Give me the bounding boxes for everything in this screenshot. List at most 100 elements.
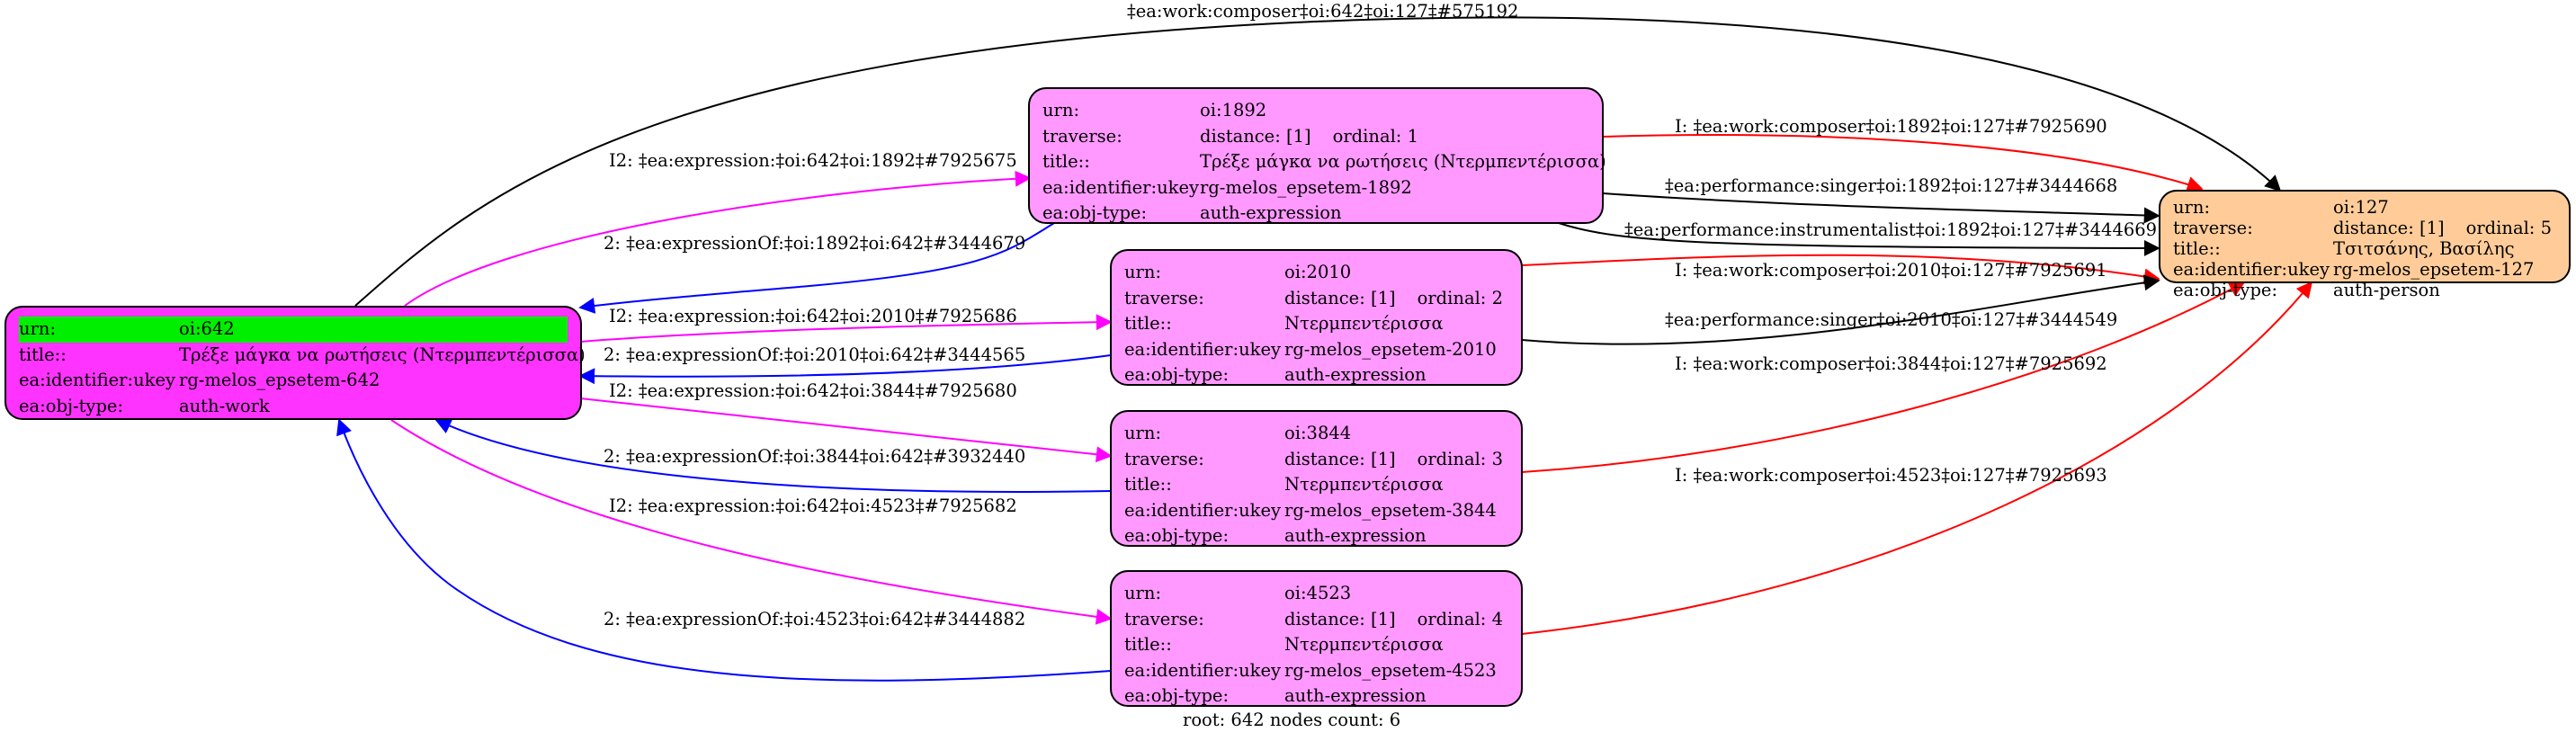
urn-key: urn: [19,317,179,343]
urn-key: urn: [1124,423,1162,443]
type-value: auth-expression [1200,202,1342,224]
title-value: Ντερμπεντέρισσα [1284,313,1444,335]
node-expression-3844[interactable]: urn: oi:3844 traverse: distance: [1]ordina… [1110,410,1523,547]
ukey-key: ea:identifier:ukey [19,370,175,391]
type-value: auth-expression [1284,525,1427,547]
edge-composer-3844 [1521,281,2246,473]
node-row-type: ea:obj-type: auth-work [19,394,568,420]
title-key: title:: [19,344,67,365]
edge-composer-1892 [1602,134,2204,192]
node-expression-4523[interactable]: urn: oi:4523 traverse: distance: [1]ordina… [1110,570,1523,707]
traverse-key: traverse: [1124,287,1204,308]
urn-key: urn: [1124,583,1162,603]
edge-label: I: ‡ea:work:composer‡oi:2010‡oi:127‡#792… [1675,260,2107,281]
edge-label: ‡ea:performance:singer‡oi:1892‡oi:127‡#3… [1665,175,2118,196]
edge-expression-of-4523 [336,418,1112,682]
node-root-work[interactable]: urn: oi:642 title:: Τρέξε μάγκα να ρωτήσ… [4,306,586,420]
ukey-key: ea:identifier:ukey [1042,176,1199,198]
edge-label: ‡ea:performance:singer‡oi:2010‡oi:127‡#3… [1665,309,2118,330]
node-expression-1892[interactable]: urn:oi:1892 traverse:distance: [1]ordina… [1028,87,1606,224]
traverse-value: distance: [1]ordinal: 3 [1284,448,1503,469]
traverse-key: traverse: [1124,448,1204,469]
node-expression-2010[interactable]: urn: oi:2010 traverse: distance: [1]ordina… [1110,249,1523,386]
traverse-key: traverse: [1124,608,1204,629]
type-value: auth-expression [1284,685,1427,707]
title-value: Τρέξε μάγκα να ρωτήσεις (Ντερμπεντέρισσα… [179,344,586,365]
graph-footer: root: 642 nodes count: 6 [1183,710,1401,730]
edge-label: I: ‡ea:work:composer‡oi:3844‡oi:127‡#792… [1675,353,2107,374]
edge-singer-1892 [1602,192,2160,224]
edge-label: I2: ‡ea:expression:‡oi:642‡oi:2010‡#7925… [609,306,1017,326]
edge-instrumentalist-1892 [1558,222,2160,256]
edge-label: 2: ‡ea:expressionOf:‡oi:3844‡oi:642‡#393… [604,446,1026,467]
edge-label: I: ‡ea:work:composer‡oi:1892‡oi:127‡#792… [1675,116,2107,137]
edge-composer-2010 [1521,254,2160,285]
ukey-key: ea:identifier:ukey [1124,659,1281,681]
ukey-value: rg-melos_epsetem-2010 [1284,338,1497,360]
edge-label: 2: ‡ea:expressionOf:‡oi:2010‡oi:642‡#344… [604,344,1026,365]
edge-singer-2010 [1521,274,2160,345]
edge-expression-of-3844 [434,418,1112,493]
node-row-urn: urn: oi:642 [19,317,568,343]
node-person-127[interactable]: urn: oi:127 traverse: distance: [1]ordinal… [2159,190,2571,300]
edge-label: I2: ‡ea:expression:‡oi:642‡oi:1892‡#7925… [609,150,1017,171]
edge-work-composer [354,16,2282,307]
title-value: Τσιτσάνης, Βασίλης [2333,238,2515,259]
urn-value: oi:4523 [1284,583,1352,603]
edge-label: 2: ‡ea:expressionOf:‡oi:4523‡oi:642‡#344… [604,609,1026,629]
traverse-key: traverse: [2173,218,2253,238]
ukey-value: rg-melos_epsetem-1892 [1200,176,1412,198]
traverse-value: distance: [1]ordinal: 4 [1284,608,1503,629]
edge-expression-of-1892 [578,222,1055,314]
edge-label: I2: ‡ea:expression:‡oi:642‡oi:4523‡#7925… [609,495,1017,516]
edge-expression-of-2010 [578,354,1112,385]
title-value: Ντερμπεντέρισσα [1284,634,1444,656]
urn-value: oi:3844 [1284,423,1352,443]
type-key: ea:obj-type: [1042,202,1148,224]
title-key: title:: [1042,151,1090,173]
type-value: auth-work [179,395,270,416]
title-value: Ντερμπεντέρισσα [1284,474,1444,495]
title-value: Τρέξε μάγκα να ρωτήσεις (Ντερμπεντέρισσα… [1200,151,1606,173]
urn-value: oi:1892 [1200,100,1267,121]
title-key: title:: [2173,238,2221,259]
ukey-key: ea:identifier:ukey [2173,259,2330,280]
title-key: title:: [1124,313,1172,335]
urn-key: urn: [2173,197,2211,218]
type-key: ea:obj-type: [19,395,124,416]
urn-key: urn: [1124,262,1162,282]
title-key: title:: [1124,474,1172,495]
ukey-value: rg-melos_epsetem-4523 [1284,659,1497,681]
edge-label: ‡ea:work:composer‡oi:642‡oi:127‡#575192 [1127,1,1519,22]
ukey-value: rg-melos_epsetem-642 [179,370,380,391]
ukey-value: rg-melos_epsetem-127 [2333,259,2535,280]
traverse-value: distance: [1]ordinal: 5 [2333,218,2552,238]
type-key: ea:obj-type: [1124,525,1230,547]
edge-expression-4523 [390,419,1113,625]
ukey-key: ea:identifier:ukey [1124,499,1281,521]
node-row-title: title:: Τρέξε μάγκα να ρωτήσεις (Ντερμπε… [19,343,586,369]
edge-composer-4523 [1521,281,2313,635]
edge-label: I: ‡ea:work:composer‡oi:4523‡oi:127‡#792… [1675,465,2107,486]
urn-value: oi:2010 [1284,262,1352,282]
ukey-value: rg-melos_epsetem-3844 [1284,499,1497,521]
urn-value: oi:642 [179,317,568,343]
title-key: title:: [1124,634,1172,656]
type-key: ea:obj-type: [1124,364,1230,386]
traverse-value: distance: [1]ordinal: 1 [1200,125,1418,147]
urn-key: urn: [1042,100,1080,121]
urn-value: oi:127 [2333,197,2389,218]
type-value: auth-expression [1284,364,1427,386]
traverse-value: distance: [1]ordinal: 2 [1284,287,1503,308]
type-value: auth-person [2333,280,2440,300]
ukey-key: ea:identifier:ukey [1124,338,1281,360]
edge-label: 2: ‡ea:expressionOf:‡oi:1892‡oi:642‡#344… [604,233,1026,254]
edge-expression-3844 [579,397,1113,463]
edge-label: I2: ‡ea:expression:‡oi:642‡oi:3844‡#7925… [609,380,1017,401]
type-key: ea:obj-type: [2173,280,2278,300]
node-row-ukey: ea:identifier:ukey rg-melos_epsetem-642 [19,368,568,394]
edge-expression-1892 [404,170,1032,307]
type-key: ea:obj-type: [1124,685,1230,707]
edge-expression-2010 [579,314,1113,343]
